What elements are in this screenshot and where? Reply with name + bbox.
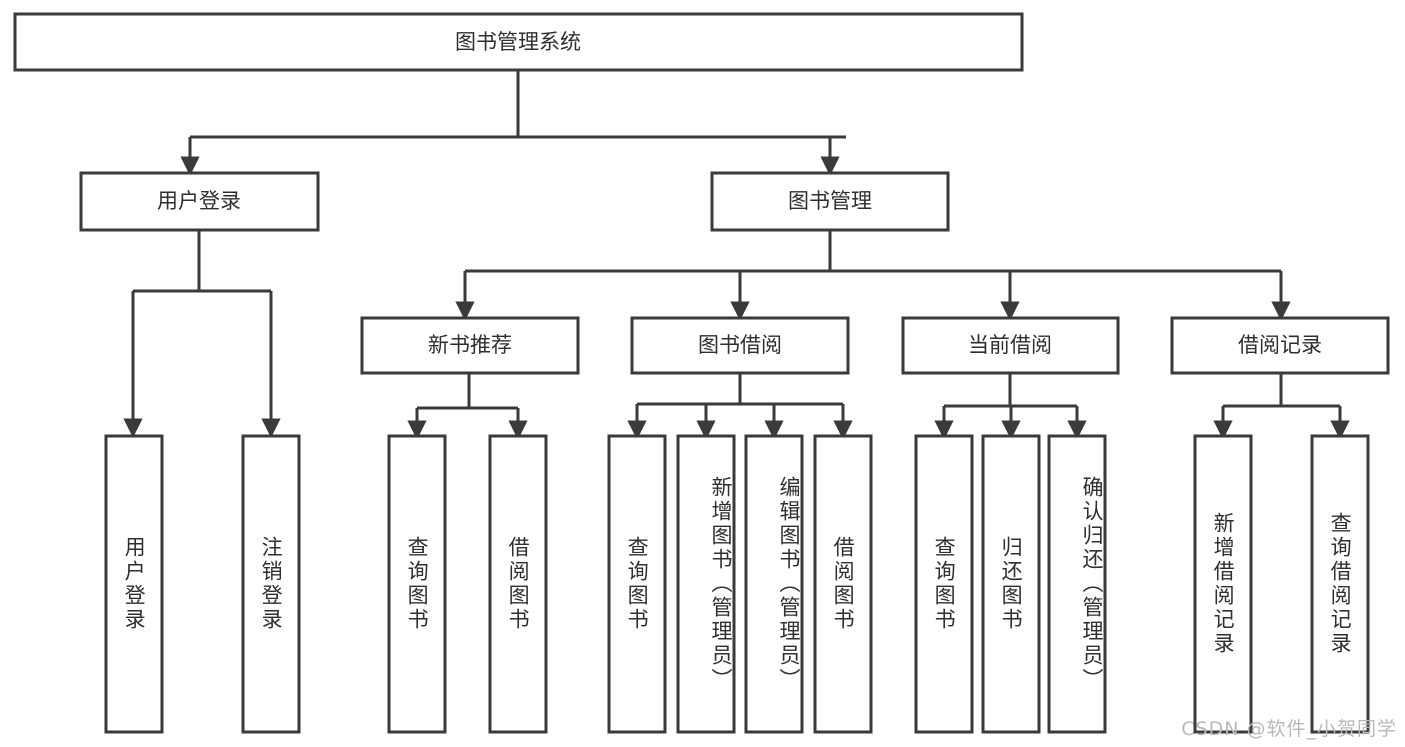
leaf-box-borrow-book-2 — [813, 434, 873, 734]
connector-currentborrow-to-leaves — [934, 373, 1087, 440]
connector-borrowrecord-to-leaves — [1213, 373, 1350, 440]
connector-root-to-level2 — [180, 70, 846, 176]
leaf-box-logout — [241, 434, 301, 734]
connector-newbook-to-leaves — [407, 373, 528, 440]
node-user-login-label: 用户登录 — [157, 189, 241, 213]
leaf-box-query-record — [1310, 434, 1370, 734]
leaf-box-add-record — [1193, 434, 1253, 734]
leaf-box-query-book-3 — [914, 434, 974, 734]
node-book-management-label: 图书管理 — [788, 189, 872, 213]
node-borrow-record-label: 借阅记录 — [1238, 333, 1322, 357]
node-current-borrow[interactable]: 当前借阅 — [901, 316, 1120, 375]
csdn-watermark: CSDN @软件_小贺同学 — [1181, 718, 1397, 740]
connector-bookmgmt-to-level3 — [455, 230, 1291, 321]
leaf-box-confirm-return — [1047, 434, 1107, 734]
leaf-box-add-book — [676, 434, 736, 734]
node-borrow-record[interactable]: 借阅记录 — [1170, 316, 1390, 375]
node-user-login[interactable]: 用户登录 — [79, 171, 320, 232]
leaf-box-edit-book — [744, 434, 804, 734]
leaf-boxes — [104, 434, 1370, 734]
leaf-box-return-book — [981, 434, 1041, 734]
node-book-borrow[interactable]: 图书借阅 — [630, 316, 850, 375]
node-book-borrow-label: 图书借阅 — [698, 333, 782, 357]
node-book-management[interactable]: 图书管理 — [710, 171, 950, 232]
leaf-box-query-book-1 — [387, 434, 447, 734]
connector-bookborrow-to-leaves — [627, 373, 853, 440]
node-current-borrow-label: 当前借阅 — [968, 333, 1052, 357]
leaf-box-user-login — [104, 434, 164, 734]
node-root[interactable]: 图书管理系统 — [13, 12, 1024, 72]
leaf-box-query-book-2 — [607, 434, 667, 734]
connector-userlogin-to-leaves — [123, 230, 281, 438]
node-root-label: 图书管理系统 — [455, 30, 581, 54]
leaf-box-borrow-book-1 — [488, 434, 548, 734]
node-new-book-recommend-label: 新书推荐 — [428, 333, 512, 357]
node-new-book-recommend[interactable]: 新书推荐 — [360, 316, 580, 375]
